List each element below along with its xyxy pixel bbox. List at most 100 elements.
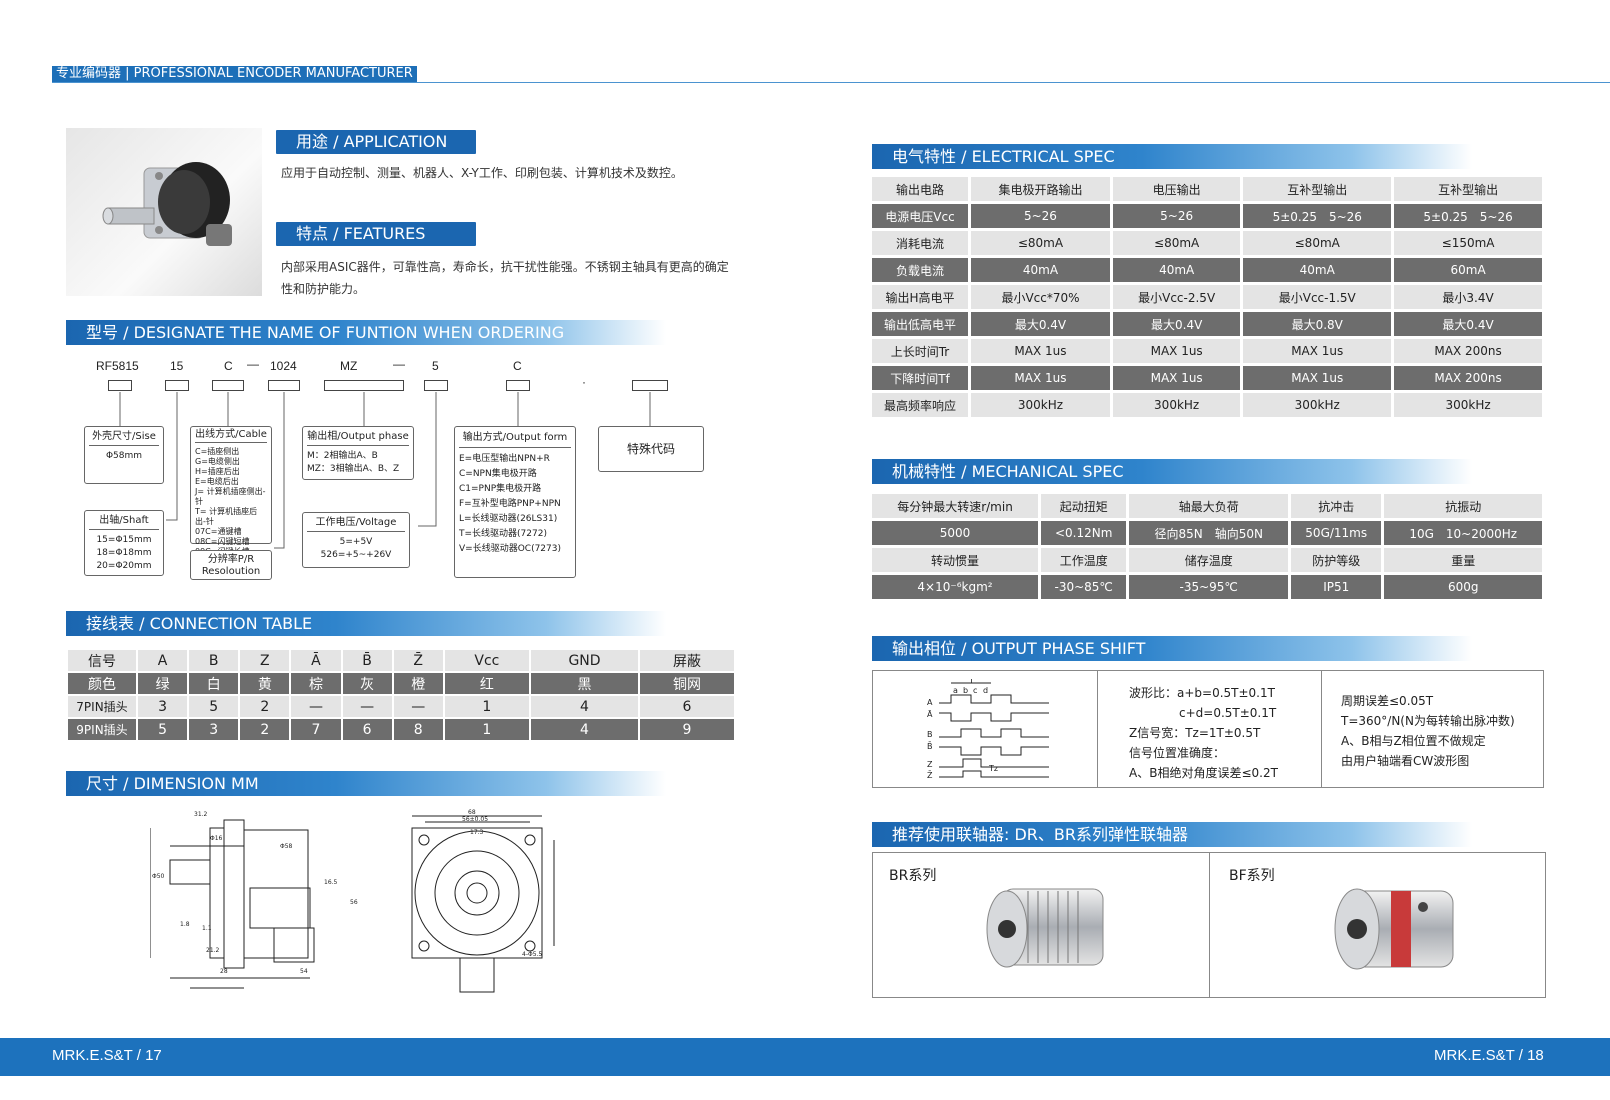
- footer-bar: MRK.E.S&T / 17 MRK.E.S&T / 18: [0, 1038, 1610, 1076]
- application-text: 应用于自动控制、测量、机器人、X-Y工作、印刷包装、计算机技术及数控。: [281, 166, 683, 180]
- dim-label: 68: [468, 809, 476, 816]
- elec-cell: 5±0.25 5~26: [1243, 204, 1392, 228]
- conn-cell: 7: [289, 717, 343, 742]
- dim-label: 56: [350, 899, 358, 906]
- elec-cell: 300kHz: [1243, 393, 1392, 417]
- dim-label: 21.2: [206, 947, 220, 954]
- phase-title: 输出相/Output phase: [307, 430, 409, 446]
- conn-cell: GND: [528, 648, 641, 673]
- wave-label-B: B: [927, 730, 933, 739]
- resolution-line-1: 分辨率P/R: [207, 554, 255, 565]
- cable-line-1: C=插座侧出: [195, 447, 240, 456]
- cable-box: 出线方式/Cable C=插座侧出 G=电缆侧出 H=插座后出 E=电缆后出 J…: [190, 426, 272, 556]
- dim-label: Φ58: [280, 843, 293, 850]
- dim-label: 56±0.05: [462, 816, 488, 823]
- phase-line-2: MZ：3相输出A、B、Z: [307, 464, 400, 474]
- conn-cell: 铜网: [638, 671, 736, 696]
- size-value: Φ58mm: [105, 451, 143, 461]
- conn-cell: 信号: [66, 648, 138, 673]
- cable-line-7: 07C=通键槽: [195, 527, 242, 536]
- table-row: 负载电流 40mA 40mA 40mA 60mA: [872, 258, 1542, 282]
- elec-cell: MAX 200ns: [1394, 366, 1542, 390]
- mech-cell: 抗振动: [1384, 494, 1542, 518]
- elec-cell: 下降时间Tf: [872, 366, 968, 390]
- shaft-title: 出轴/Shaft: [89, 514, 159, 530]
- phase-box: 输出相/Output phase M：2相输出A、B MZ：3相输出A、B、Z: [302, 426, 414, 480]
- phase-note: A、B相与Z相位置不做规定: [1341, 734, 1486, 748]
- form-line-5: L=长线驱动器(26LS31): [459, 514, 558, 524]
- conn-cell: 1: [442, 694, 531, 719]
- slot-resolution: [268, 380, 300, 391]
- wave-label-a: a: [953, 686, 958, 695]
- features-text: 内部采用ASIC器件，可靠性高，寿命长，抗干扰性能强。不锈钢主轴具有更高的确定性…: [281, 260, 729, 296]
- conn-cell: 5: [187, 694, 241, 719]
- voltage-line-1: 5=+5V: [339, 537, 373, 547]
- phase-notes-middle: 波形比：a+b=0.5T±0.1T c+d=0.5T±0.1T Z信号宽：Tz=…: [1129, 683, 1278, 783]
- table-row: 4×10⁻⁶kgm² -30~85℃ -35~95℃ IP51 600g: [872, 575, 1542, 599]
- cable-line-2: G=电缆侧出: [195, 457, 240, 466]
- table-row: 转动惯量 工作温度 储存温度 防护等级 重量: [872, 548, 1542, 572]
- elec-cell: 最大0.4V: [1394, 312, 1542, 336]
- resolution-line-2: Resoloution: [201, 566, 261, 577]
- mech-cell: 5000: [872, 521, 1038, 545]
- elec-cell: MAX 1us: [971, 339, 1110, 363]
- dim-label: 1.1: [202, 925, 212, 932]
- ordering-heading: 型号 / DESIGNATE THE NAME OF FUNTION WHEN …: [66, 320, 666, 345]
- bf-series-label: BF系列: [1229, 868, 1275, 884]
- conn-cell: 9PIN插头: [66, 717, 138, 742]
- conn-cell: B: [187, 648, 241, 673]
- mech-cell: 抗冲击: [1291, 494, 1382, 518]
- conn-cell: Z: [238, 648, 292, 673]
- shaft-line-3: 20=Φ20mm: [96, 561, 152, 571]
- elec-cell: 最小Vcc-2.5V: [1112, 285, 1241, 309]
- wave-label-b: b: [963, 686, 968, 695]
- form-line-4: F=互补型电路PNP+NPN: [459, 499, 561, 509]
- connection-table: 信号 A B Z Ā B̄ Z̄ Vcc GND 屏蔽 颜色 绿 白 黄 棕 灰…: [66, 648, 736, 742]
- conn-cell: —: [340, 694, 394, 719]
- elec-cell: 5~26: [971, 204, 1110, 228]
- conn-cell: 4: [528, 694, 641, 719]
- table-row: 输出H高电平 最小Vcc*70% 最小Vcc-2.5V 最小Vcc-1.5V 最…: [872, 285, 1542, 309]
- phase-note: Z信号宽：Tz=1T±0.5T: [1129, 726, 1261, 740]
- voltage-box: 工作电压/Voltage 5=+5V 526=+5~+26V: [302, 512, 410, 568]
- br-coupling-image: [986, 888, 1104, 968]
- table-row: 5000 <0.12Nm 径向85N 轴向50N 50G/11ms 10G 10…: [872, 521, 1542, 545]
- elec-cell: 40mA: [971, 258, 1110, 282]
- coupling-divider: [1209, 853, 1210, 997]
- phase-waveform: T a b c d A Ā B B̄ Z Z̄ Tz: [927, 679, 1049, 779]
- conn-cell: 5: [135, 717, 190, 742]
- code-shaft: 15: [170, 359, 184, 373]
- form-line-3: C1=PNP集电极开路: [459, 484, 542, 494]
- mech-cell: 工作温度: [1041, 548, 1127, 572]
- special-label: 特殊代码: [626, 442, 675, 456]
- conn-cell: 6: [340, 717, 394, 742]
- connection-heading: 接线表 / CONNECTION TABLE: [66, 611, 666, 636]
- phase-note: T=360°/N(N为每转输出脉冲数): [1341, 714, 1515, 728]
- mech-cell: 600g: [1384, 575, 1542, 599]
- elec-cell: 5~26: [1112, 204, 1241, 228]
- conn-cell: B̄: [340, 648, 394, 673]
- conn-cell: 黄: [238, 671, 292, 696]
- elec-cell: 电源电压Vcc: [872, 204, 968, 228]
- shaft-box: 出轴/Shaft 15=Φ15mm 18=Φ18mm 20=Φ20mm: [84, 510, 164, 576]
- slot-form: [506, 380, 530, 391]
- slot-special: [632, 380, 668, 391]
- mech-cell: -30~85℃: [1041, 575, 1127, 599]
- electrical-table: 输出电路 集电极开路输出 电压输出 互补型输出 互补型输出 电源电压Vcc 5~…: [869, 174, 1545, 420]
- dim-label: Φ16: [210, 835, 223, 842]
- special-box: 特殊代码: [598, 426, 704, 472]
- wave-label-c: c: [973, 686, 977, 695]
- elec-cell: MAX 1us: [1112, 366, 1241, 390]
- form-line-7: V=长线驱动器OC(7273): [459, 544, 561, 554]
- conn-cell: 2: [238, 717, 292, 742]
- elec-cell: 最高频率响应: [872, 393, 968, 417]
- elec-cell: 输出电路: [872, 177, 968, 201]
- header-title: 专业编码器 | PROFESSIONAL ENCODER MANUFACTURE…: [52, 66, 417, 82]
- elec-cell: 最小3.4V: [1394, 285, 1542, 309]
- mechanical-table: 每分钟最大转速r/min 起动扭矩 轴最大负荷 抗冲击 抗振动 5000 <0.…: [869, 491, 1545, 602]
- mech-cell: 50G/11ms: [1291, 521, 1382, 545]
- form-title: 输出方式/Output form: [459, 430, 571, 448]
- conn-cell: A: [135, 648, 190, 673]
- wave-label-B-bar: B̄: [927, 741, 933, 751]
- mech-cell: 10G 10~2000Hz: [1384, 521, 1542, 545]
